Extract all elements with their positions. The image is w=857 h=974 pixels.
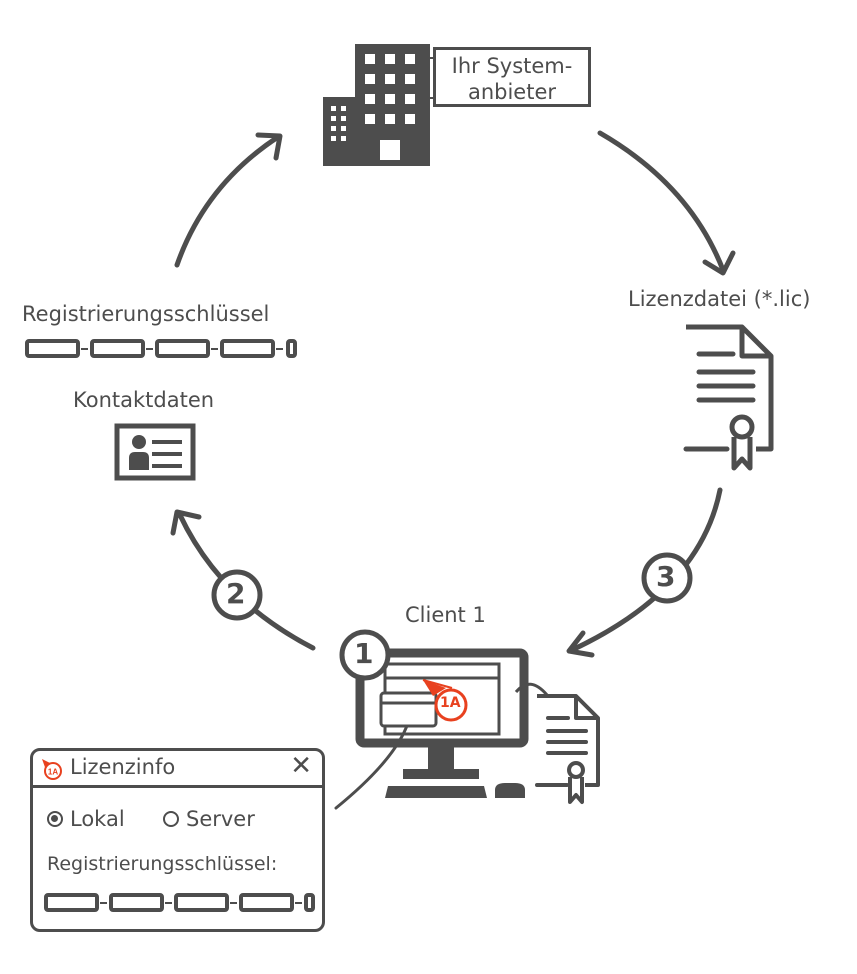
key-segment-1[interactable] xyxy=(44,893,99,912)
radio-server-indicator[interactable] xyxy=(163,811,179,827)
license-info-dialog: 1A Lizenzinfo ✕ Lokal Server Registrieru… xyxy=(30,748,325,932)
dialog-title-bar: 1A Lizenzinfo ✕ xyxy=(33,751,322,788)
radio-lokal[interactable]: Lokal xyxy=(47,807,125,831)
client-1a-badge-icon xyxy=(422,679,468,722)
client-license-certificate-icon xyxy=(535,694,600,804)
step-3-badge xyxy=(641,552,693,604)
license-file-label: Lizenzdatei (*.lic) xyxy=(628,287,811,311)
step-1-badge xyxy=(339,629,391,681)
license-certificate-icon xyxy=(683,324,774,471)
registration-key-label: Registrierungsschlüssel xyxy=(22,302,270,326)
step-2-badge xyxy=(211,569,263,621)
dialog-title: Lizenzinfo xyxy=(70,755,176,779)
dialog-key-input[interactable] xyxy=(30,888,325,928)
arrowhead-to-client xyxy=(566,630,595,658)
vendor-label: Ihr System- anbieter xyxy=(433,47,591,107)
registration-key-icon xyxy=(25,339,297,358)
client-label: Client 1 xyxy=(405,603,486,627)
arrowhead-to-license xyxy=(702,250,736,276)
dialog-connector xyxy=(334,721,410,810)
step-2-number: 2 xyxy=(226,577,246,610)
radio-lokal-indicator[interactable] xyxy=(47,811,63,827)
key-segment-3[interactable] xyxy=(174,893,229,912)
dialog-key-label: Registrierungsschlüssel: xyxy=(47,853,278,875)
radio-server-label: Server xyxy=(186,807,255,831)
key-segment-5[interactable] xyxy=(304,893,315,912)
vendor-label-line1: Ihr System- xyxy=(451,54,573,78)
building-icon xyxy=(323,44,436,166)
radio-lokal-label: Lokal xyxy=(70,807,125,831)
close-icon[interactable]: ✕ xyxy=(290,751,312,781)
radio-server[interactable]: Server xyxy=(163,807,255,831)
contact-card-icon xyxy=(114,423,196,481)
step-1-number: 1 xyxy=(354,637,374,670)
vendor-label-line2: anbieter xyxy=(467,80,557,104)
svg-text:1A: 1A xyxy=(48,768,58,777)
contact-label: Kontaktdaten xyxy=(73,388,215,412)
monitor-icon xyxy=(355,648,549,798)
arrowhead-to-vendor xyxy=(255,132,283,161)
step-3-number: 3 xyxy=(656,560,676,593)
key-segment-4[interactable] xyxy=(239,893,294,912)
key-segment-2[interactable] xyxy=(109,893,164,912)
arrowhead-to-contact xyxy=(170,509,202,536)
dialog-1a-logo-icon: 1A xyxy=(42,759,62,780)
arrow-to-vendor xyxy=(174,134,281,268)
arrow-to-license xyxy=(597,130,726,273)
client-badge-text: 1A xyxy=(440,695,461,711)
